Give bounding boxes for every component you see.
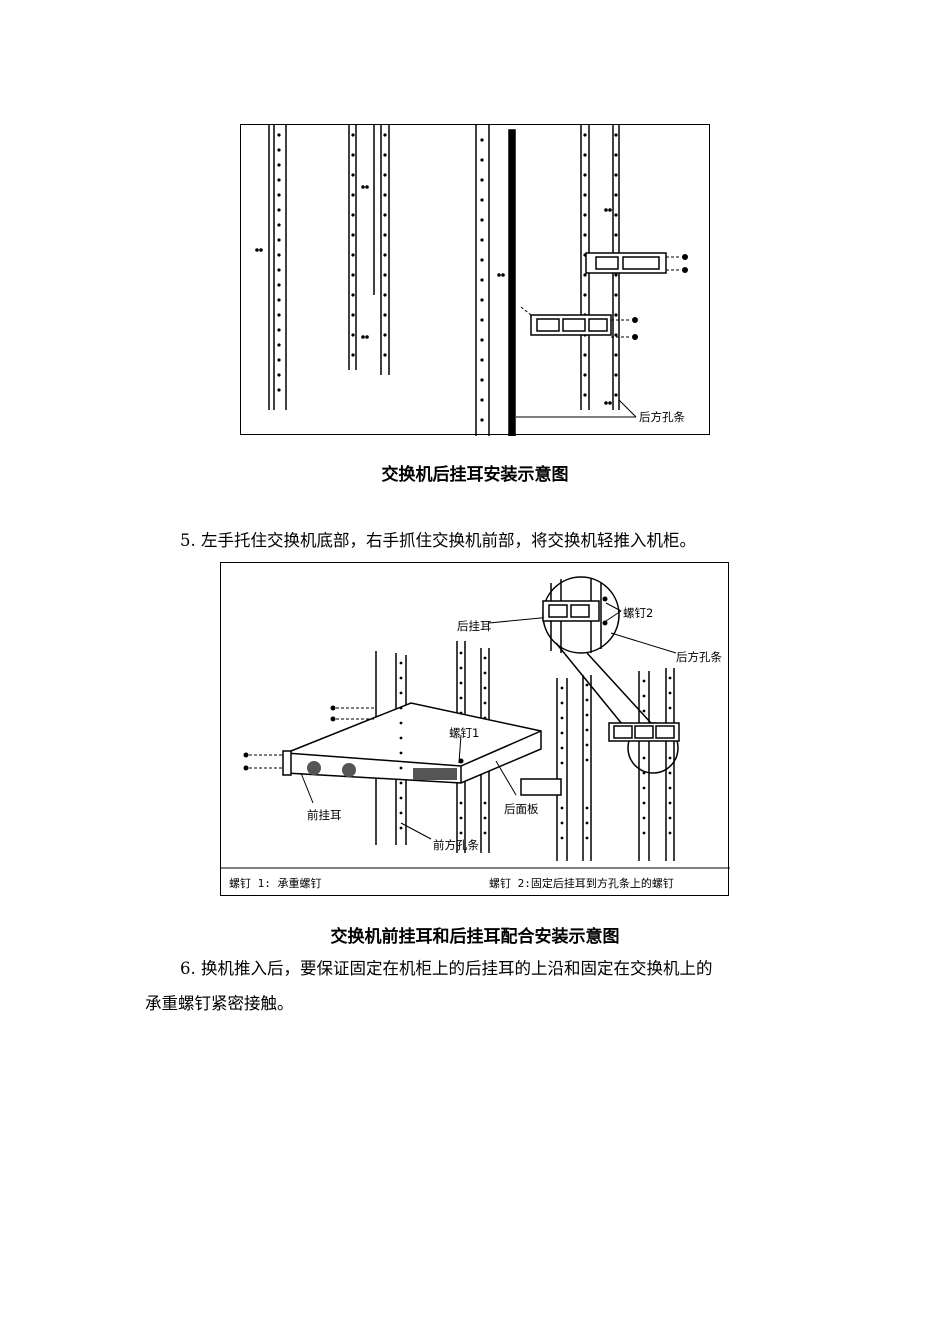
screw2-note: 螺钉 2:固定后挂耳到方孔条上的螺钉 <box>489 877 674 890</box>
figure2-caption: 交换机前挂耳和后挂耳配合安装示意图 <box>330 927 620 947</box>
rear-ear-label: 后挂耳 <box>457 619 492 633</box>
screw1-label: 螺钉1 <box>449 726 480 740</box>
step5-text: 5. 左手托住交换机底部，右手抓住交换机前部，将交换机轻推入机柜。 <box>180 531 696 550</box>
front-ear-label: 前挂耳 <box>307 808 342 822</box>
rear-rail-label: 后方孔条 <box>639 410 685 424</box>
back-panel-label: 后面板 <box>504 802 539 816</box>
front-rear-ear-diagram <box>221 576 730 869</box>
step6-line1: 6. 换机推入后，要保证固定在机柜上的后挂耳的上沿和固定在交换机上的 <box>180 959 713 978</box>
figure1-caption: 交换机后挂耳安装示意图 <box>381 465 569 485</box>
rear-ear-diagram <box>255 125 688 436</box>
screw2-label: 螺钉2 <box>623 606 654 620</box>
step6-line2: 承重螺钉紧密接触。 <box>145 994 294 1013</box>
screw1-note: 螺钉 1: 承重螺钉 <box>229 877 322 890</box>
front-rail-label: 前方孔条 <box>433 838 479 852</box>
rear-rail-label: 后方孔条 <box>676 650 722 664</box>
figure-front-rear-ear-install: 后挂耳 螺钉2 后方孔条 螺钉1 后面板 前挂耳 前方孔条 螺钉 1: 承重螺钉… <box>220 562 730 896</box>
figure-rear-ear-install: 后方孔条 <box>240 124 710 436</box>
